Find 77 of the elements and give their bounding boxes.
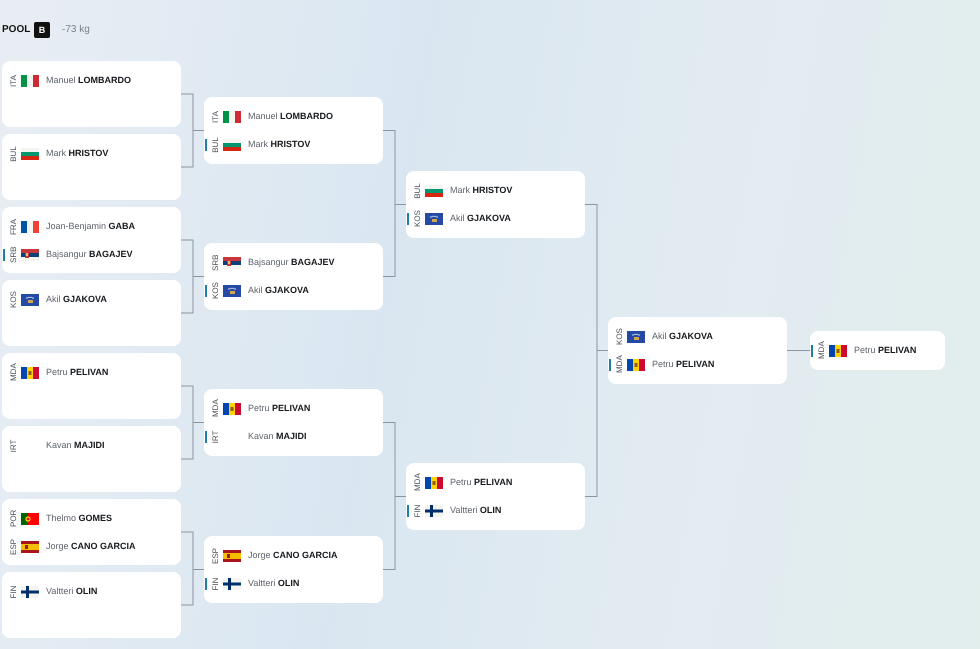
bracket-line (382, 496, 406, 570)
country-code: KOS (414, 210, 422, 226)
match-card (2, 353, 181, 419)
bracket-line (180, 422, 204, 460)
bracket-line (786, 350, 810, 351)
athlete-name: Mark HRISTOV (46, 148, 108, 159)
match-card (2, 207, 181, 273)
match-card (2, 572, 181, 638)
athlete-name: Manuel LOMBARDO (46, 75, 132, 86)
country-code: MDA (818, 342, 826, 358)
country-code: MDA (616, 356, 624, 372)
athlete-name: Petru PELIVAN (652, 359, 714, 370)
match-card (2, 280, 181, 346)
athlete-name: Jorge CANO GARCIA (46, 541, 136, 552)
bracket-line (180, 130, 204, 168)
country-code: FIN (414, 503, 422, 518)
country-code: POR (10, 510, 18, 526)
country-code: BUL (212, 136, 220, 152)
match-card (406, 463, 585, 530)
country-code: BUL (414, 182, 422, 198)
match-card (204, 243, 383, 310)
athlete-name: Kavan MAJIDI (248, 431, 307, 442)
country-code: MDA (414, 474, 422, 490)
match-card (204, 97, 383, 164)
pool-title: POOL (2, 24, 30, 36)
country-code: ITA (10, 74, 18, 88)
bracket-line (382, 204, 406, 277)
match-card (204, 536, 383, 603)
country-code: SRB (212, 254, 220, 270)
country-code: FRA (10, 218, 18, 234)
athlete-name: Petru PELIVAN (450, 477, 512, 488)
match-card (2, 426, 181, 492)
match-card (406, 171, 585, 238)
athlete-name: Valtteri OLIN (46, 586, 98, 597)
athlete-name: Petru PELIVAN (854, 345, 916, 356)
athlete-name: Jorge CANO GARCIA (248, 550, 338, 561)
match-card (2, 499, 181, 565)
athlete-name: Manuel LOMBARDO (248, 111, 334, 122)
country-code: ESP (10, 538, 18, 554)
athlete-name: Akil GJAKOVA (450, 213, 511, 224)
country-code: BUL (10, 146, 18, 162)
athlete-name: Akil GJAKOVA (46, 294, 107, 305)
bracket-line (584, 350, 608, 497)
match-card (204, 389, 383, 456)
country-code: KOS (616, 328, 624, 344)
athlete-name: Kavan MAJIDI (46, 440, 105, 451)
country-code: IRT (212, 429, 220, 444)
athlete-name: Akil GJAKOVA (248, 285, 309, 296)
country-code: FIN (10, 584, 18, 600)
athlete-name: Bajsangur BAGAJEV (46, 249, 133, 260)
bracket-line (180, 276, 204, 314)
country-code: MDA (10, 364, 18, 380)
country-code: SRB (10, 246, 18, 262)
country-code: FIN (212, 576, 220, 592)
athlete-name: Petru PELIVAN (46, 367, 108, 378)
athlete-name: Thelmo GOMES (46, 513, 112, 524)
athlete-name: Mark HRISTOV (450, 185, 512, 196)
bracket-line (180, 569, 204, 606)
athlete-name: Mark HRISTOV (248, 139, 310, 150)
country-code: ESP (212, 548, 220, 564)
match-card (608, 317, 787, 384)
match-card (810, 331, 945, 370)
country-code: KOS (10, 292, 18, 308)
country-code: KOS (212, 282, 220, 298)
match-card (2, 61, 181, 127)
athlete-name: Joan-Benjamin GABA (46, 221, 136, 232)
athlete-name: Bajsangur BAGAJEV (248, 257, 335, 268)
country-code: MDA (212, 400, 220, 416)
country-code: ITA (212, 110, 220, 124)
athlete-name: Valtteri OLIN (248, 578, 300, 589)
weight-category: -73 kg (62, 24, 90, 36)
athlete-name: Petru PELIVAN (248, 403, 310, 414)
athlete-name: Valtteri OLIN (450, 505, 502, 516)
pool-tag: B (34, 22, 50, 38)
athlete-name: Akil GJAKOVA (652, 331, 713, 342)
country-code: IRT (10, 438, 18, 454)
match-card (2, 134, 181, 200)
